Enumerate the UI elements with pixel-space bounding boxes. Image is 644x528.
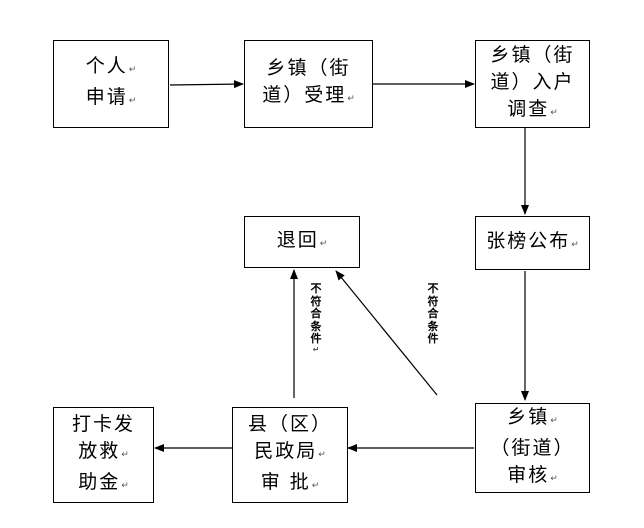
node-township-acceptance: 乡镇（街 道）受理↵ xyxy=(244,40,373,128)
node-approve-line-3: 审 批 xyxy=(260,470,311,493)
node-public-posting: 张榜公布↵ xyxy=(475,216,590,270)
paragraph-mark: ↵ xyxy=(347,94,355,104)
paragraph-mark: ↵ xyxy=(550,415,558,426)
node-apply-line-1: 个人 xyxy=(85,55,128,77)
node-payout-line-2: 放救 xyxy=(78,439,121,462)
node-survey-line-3: 调查 xyxy=(507,97,550,120)
node-approve-line-2: 民政局 xyxy=(254,439,318,462)
paragraph-mark: ↵ xyxy=(550,107,558,118)
arrow-apply-to-accept xyxy=(169,80,244,89)
node-payout-line-3: 助金 xyxy=(78,470,121,493)
paragraph-mark: ↵ xyxy=(311,480,320,491)
edge-label-review-not-qualified: 不符合条件 xyxy=(427,282,439,346)
paragraph-mark: ↵ xyxy=(319,238,328,249)
node-county-civil-affairs-approval: 县（区） 民政局↵ 审 批↵ xyxy=(232,407,348,503)
edge-label-approve-not-qualified: 不符合条件 ↵ xyxy=(310,282,322,354)
node-survey-line-2: 道）入户 xyxy=(490,70,575,93)
node-personal-application: 个人↵ 申请↵ xyxy=(53,40,169,128)
edge-label-review-text: 不符合条件 xyxy=(427,282,439,345)
node-reject-line-1: 退回 xyxy=(276,228,319,251)
node-review-line-1: 乡镇 xyxy=(507,405,550,428)
node-accept-line-1: 乡镇（街 xyxy=(266,57,351,79)
node-survey-line-1: 乡镇（街 xyxy=(490,43,575,66)
paragraph-mark: ↵ xyxy=(121,480,129,491)
node-returned: 退回↵ xyxy=(244,216,360,268)
paragraph-mark: ↵ xyxy=(128,65,137,75)
node-review-line-2: （街道） xyxy=(490,436,575,459)
paragraph-mark: ↵ xyxy=(571,239,579,250)
paragraph-mark: ↵ xyxy=(318,449,326,460)
node-card-payout-relief-funds: 打卡发 放救↵ 助金↵ xyxy=(53,407,154,503)
node-township-home-survey: 乡镇（街 道）入户 调查↵ xyxy=(475,40,590,128)
node-publish-line-1: 张榜公布 xyxy=(486,229,571,252)
node-accept-line-2: 道）受理 xyxy=(262,84,347,106)
node-apply-line-2: 申请 xyxy=(85,86,128,108)
edge-label-approve-text: 不符合条件 xyxy=(310,282,322,345)
paragraph-mark: ↵ xyxy=(128,96,137,106)
node-payout-line-1: 打卡发 xyxy=(71,412,135,435)
arrow-review-to-reject xyxy=(335,270,438,396)
paragraph-mark: ↵ xyxy=(312,344,320,354)
node-review-line-3: 审核 xyxy=(507,463,550,486)
node-township-review: 乡镇↵ （街道） 审核↵ xyxy=(475,403,590,493)
node-approve-line-1: 县（区） xyxy=(247,412,332,435)
paragraph-mark: ↵ xyxy=(121,449,129,460)
paragraph-mark: ↵ xyxy=(550,473,558,484)
